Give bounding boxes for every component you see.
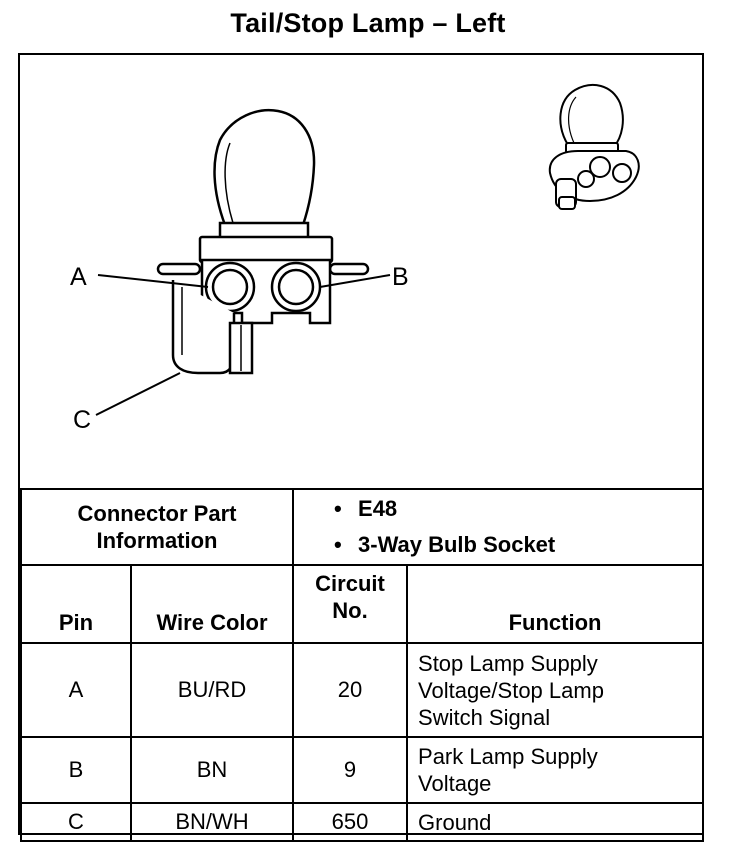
connector-frame: A B C Connector (18, 53, 705, 842)
pin-cell: B (20, 736, 132, 804)
connector-illustration: A B C (70, 83, 640, 434)
table-row: B BN 9 Park Lamp Supply Voltage (20, 736, 705, 804)
table-row: A BU/RD 20 Stop Lamp Supply Voltage/Stop… (20, 642, 705, 738)
wire-color-cell: BU/RD (129, 642, 295, 738)
function-cell: Park Lamp Supply Voltage (406, 736, 705, 804)
connector-diagram: A B C (20, 55, 702, 488)
circuit-cell: 650 (292, 802, 409, 842)
function-cell: Ground (406, 802, 705, 842)
header-circuit-no: Circuit No. (292, 564, 409, 644)
connector-info-list: •E48 •3-Way Bulb Socket (292, 488, 705, 566)
table-row: C BN/WH 650 Ground (20, 802, 705, 842)
connector-info-label: Connector Part Information (19, 488, 295, 566)
pin-a-label: A (70, 263, 87, 291)
bulb-socket-front-view (156, 108, 370, 375)
header-function: Function (406, 564, 705, 644)
page-title: Tail/Stop Lamp – Left (230, 8, 506, 38)
connector-info-item: •3-Way Bulb Socket (334, 532, 556, 557)
pin-b-label: B (392, 263, 409, 291)
wire-color-cell: BN/WH (129, 802, 295, 842)
circuit-cell: 20 (292, 642, 409, 738)
header-wire-color: Wire Color (129, 564, 295, 644)
pin-cell: A (20, 642, 132, 738)
pin-cell: C (20, 802, 132, 842)
pin-leader-lines (95, 274, 391, 416)
connector-table: Connector Part Information •E48 •3-Way B… (19, 488, 705, 842)
wire-color-cell: BN (129, 736, 295, 804)
connector-info-item: •E48 (334, 496, 398, 521)
bulb-socket-thumbnail (548, 83, 640, 210)
pin-c-label: C (73, 406, 91, 434)
table-header-row: Pin Wire Color Circuit No. Function (20, 564, 705, 644)
connector-info-row: Connector Part Information •E48 •3-Way B… (19, 488, 705, 566)
circuit-cell: 9 (292, 736, 409, 804)
header-pin: Pin (20, 564, 132, 644)
function-cell: Stop Lamp Supply Voltage/Stop Lamp Switc… (406, 642, 705, 738)
